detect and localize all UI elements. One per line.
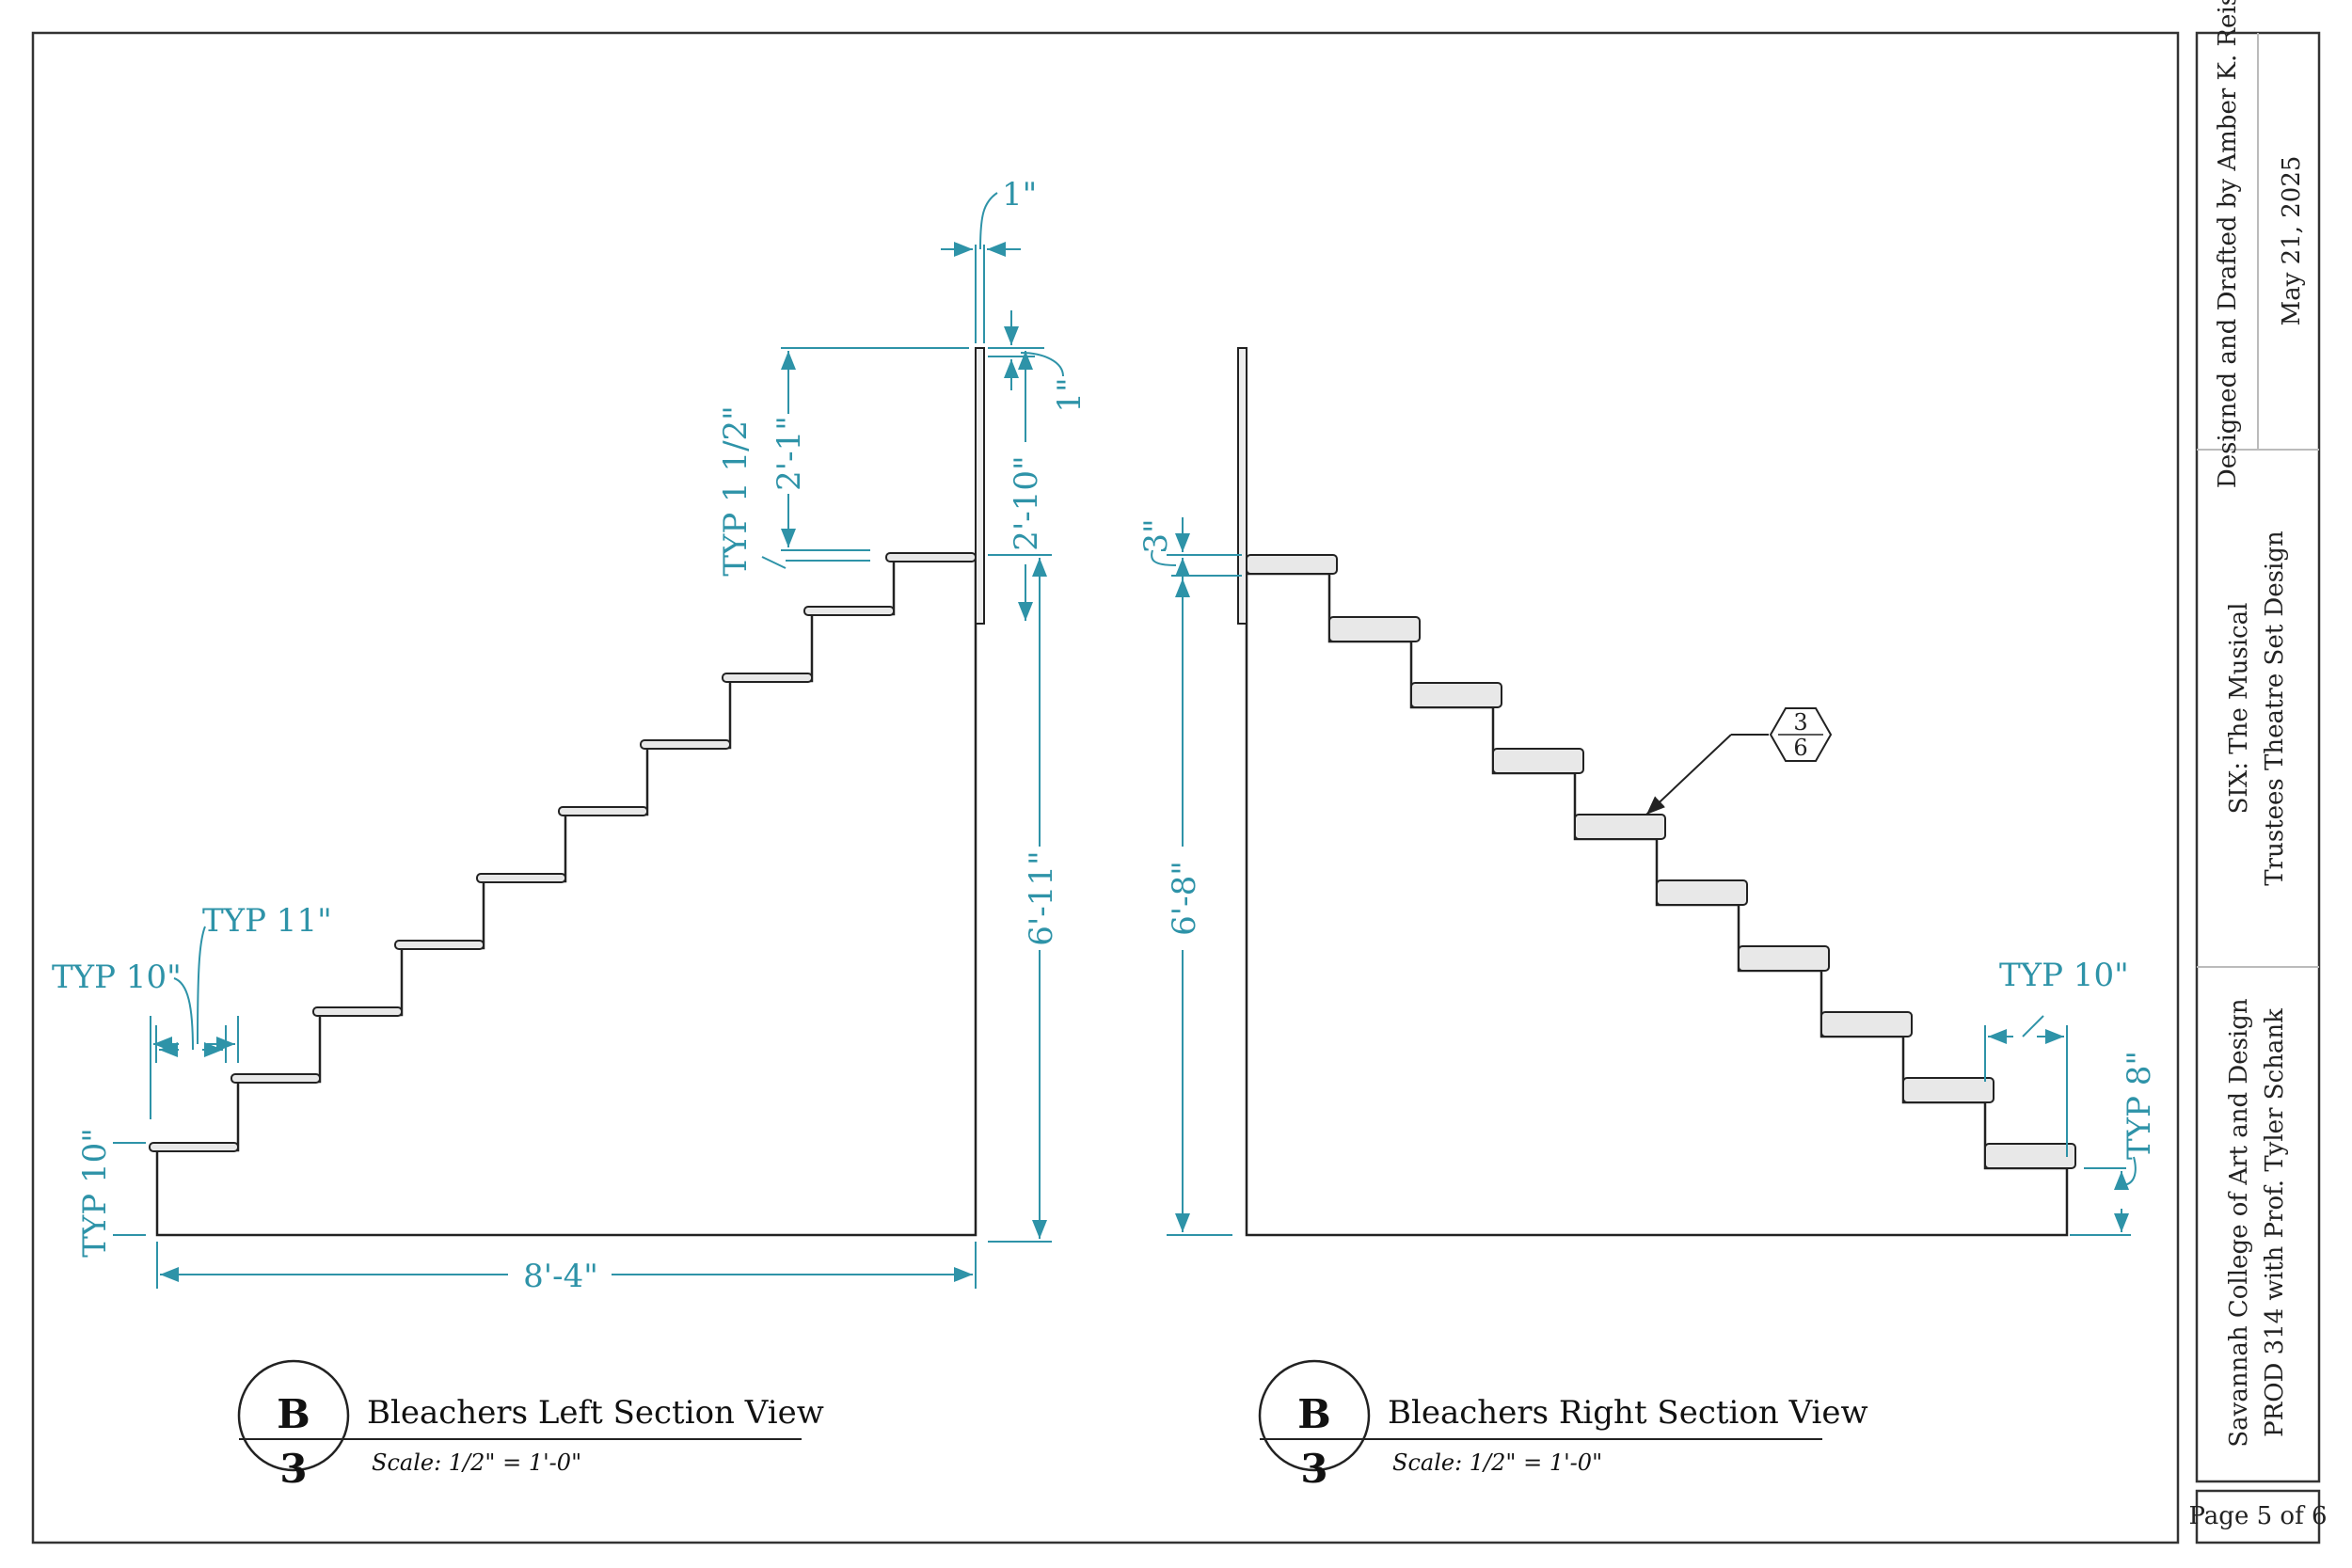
right-sheet-number: 3: [1300, 1446, 1327, 1492]
callout-bottom: 6: [1793, 735, 1807, 761]
right-bleacher-body: [1245, 572, 2069, 1237]
left-view-name: Bleachers Left Section View: [367, 1394, 824, 1432]
right-treads: [1246, 554, 2076, 1169]
dim-right-height: 6'-8": [1166, 861, 1203, 936]
callout-top: 3: [1793, 709, 1807, 736]
page-number-box: [2195, 1489, 2321, 1544]
detail-callout: 3 6: [1645, 707, 1833, 816]
dim-left-rail-total: 2'-10": [1008, 455, 1045, 550]
school-line1: Savannah College of Art and Design: [2225, 998, 2253, 1448]
dim-left-run: TYP 10": [52, 958, 182, 996]
dim-right-rise: TYP 8": [2121, 1051, 2158, 1160]
left-view-title: B 3 Bleachers Left Section View Scale: 1…: [237, 1359, 824, 1492]
right-view-title: B 3 Bleachers Right Section View Scale: …: [1258, 1359, 1868, 1492]
drawing-border: [31, 31, 2180, 1544]
left-bleacher-body: [155, 553, 977, 1237]
dim-left-tread-depth: TYP 11": [202, 902, 332, 940]
dim-left-rail-above: 2'-1": [771, 416, 808, 491]
right-view-scale: Scale: 1/2" = 1'-0": [1392, 1449, 1602, 1476]
dim-right-run: TYP 10": [1999, 957, 2129, 994]
project-title-line2: Trustees Theatre Set Design: [2261, 531, 2289, 886]
left-bleacher-section: [149, 347, 985, 1237]
left-sheet-number: 3: [279, 1446, 307, 1492]
right-guard-rail: [1237, 347, 1248, 625]
dim-left-width: 8'-4": [523, 1258, 598, 1295]
dim-right-nosing: 3": [1137, 518, 1175, 553]
left-dimensions: 8'-4" 6'-11" 2'-10" 2'-1" TYP 1 1/2" 1": [52, 176, 1089, 1295]
dim-left-nosing: TYP 1 1/2": [717, 405, 755, 577]
right-dimensions: 6'-8" 3" TYP 10" TYP 8": [1137, 517, 2158, 1236]
right-bleacher-section: [1237, 347, 2076, 1237]
school-line2: PROD 314 with Prof. Tyler Schank: [2261, 1008, 2289, 1437]
page-number: Page 5 of 6: [2188, 1502, 2327, 1530]
right-view-name: Bleachers Right Section View: [1388, 1394, 1868, 1432]
designer-text: Designed and Drafted by Amber K. Reis: [2214, 0, 2242, 488]
right-section-letter: B: [1297, 1391, 1331, 1437]
dim-left-rail-width: 1": [1002, 176, 1037, 214]
date-text: May 21, 2025: [2278, 156, 2306, 326]
left-section-letter: B: [277, 1391, 310, 1437]
dim-left-height: 6'-11": [1023, 850, 1060, 945]
left-view-scale: Scale: 1/2" = 1'-0": [372, 1449, 581, 1476]
left-treads: [149, 552, 977, 1152]
dim-left-rise: TYP 10": [76, 1128, 114, 1258]
left-guard-rail: [975, 347, 985, 625]
dim-left-rail-drop: 1": [1051, 377, 1089, 412]
project-title-line1: SIX: The Musical: [2225, 603, 2253, 815]
